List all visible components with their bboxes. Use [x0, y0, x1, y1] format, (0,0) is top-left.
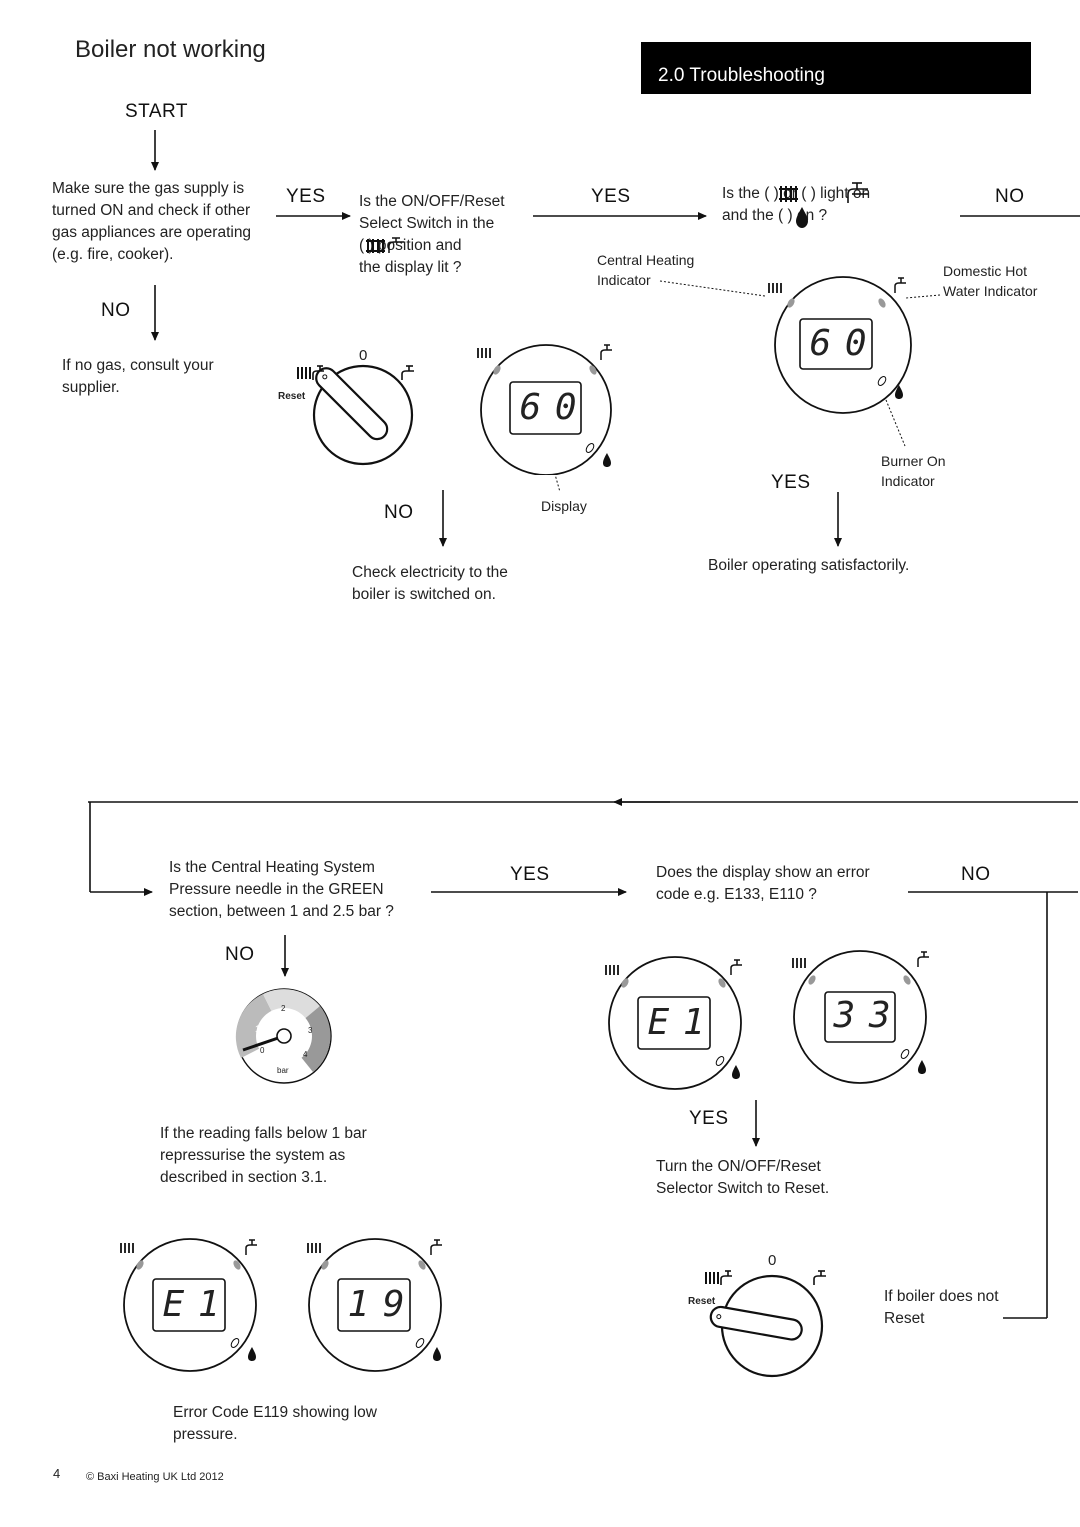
- selector-switch-1: 0 Reset: [278, 345, 420, 475]
- off-position-label: 0: [359, 347, 368, 364]
- light-no-label: NO: [995, 186, 1025, 207]
- gas-no-label: NO: [101, 300, 131, 321]
- control-panel-display-2: 6 0: [758, 275, 918, 415]
- control-panel-display-e1: E 1: [598, 955, 748, 1090]
- display-readout: E 1: [647, 1002, 704, 1043]
- gauge-label-4: 4: [303, 1050, 308, 1059]
- light-yes-label: YES: [771, 472, 811, 493]
- switch-no-label: NO: [384, 502, 414, 523]
- flame-icon: [796, 207, 808, 228]
- reset-position-label: Reset: [278, 391, 306, 402]
- copyright: © Baxi Heating UK Ltd 2012: [86, 1471, 224, 1483]
- display-readout: 6 0: [809, 323, 866, 364]
- central-heating-icon: [779, 186, 798, 202]
- display-readout: 3 3: [833, 995, 890, 1036]
- selector-switch-2: 0 Reset: [686, 1250, 836, 1385]
- gauge-label-0: 0: [260, 1046, 265, 1055]
- gauge-label-1: 1: [255, 1024, 261, 1034]
- hot-water-tap-icon: [847, 182, 868, 203]
- control-panel-display-1: 6 0: [470, 340, 620, 475]
- switch-yes-label: YES: [591, 186, 631, 207]
- error-no-label: NO: [961, 864, 991, 885]
- start-label: START: [125, 101, 189, 122]
- gauge-unit-label: bar: [277, 1066, 289, 1075]
- gauge-label-2: 2: [281, 1004, 286, 1013]
- section-banner: 2.0 Troubleshooting: [641, 42, 1031, 94]
- display-readout: 1 9: [347, 1284, 404, 1325]
- off-position-label: 0: [768, 1252, 777, 1269]
- ch-dhw-icon: [366, 237, 404, 253]
- display-label: Display: [541, 498, 587, 514]
- control-panel-display-33: 3 3: [785, 950, 935, 1085]
- boiler-ok-text: Boiler operating satisfactorily.: [708, 557, 910, 574]
- control-panel-display-e1-low: E 1: [113, 1237, 263, 1372]
- display-readout: E 1: [162, 1284, 219, 1325]
- page-number: 4: [53, 1466, 61, 1481]
- display-readout: 6 0: [519, 387, 576, 428]
- page-title: Boiler not working: [75, 36, 266, 63]
- pressure-yes-label: YES: [510, 864, 550, 885]
- reset-position-label: Reset: [688, 1296, 716, 1307]
- section-title: 2.0 Troubleshooting: [658, 65, 825, 86]
- gas-yes-label: YES: [286, 186, 326, 207]
- pressure-no-label: NO: [225, 944, 255, 965]
- control-panel-display-19: 1 9: [298, 1237, 448, 1372]
- error-yes-label: YES: [689, 1108, 729, 1129]
- pressure-gauge: 0 1 2 3 4 bar: [233, 988, 335, 1084]
- gauge-label-3: 3: [308, 1026, 313, 1035]
